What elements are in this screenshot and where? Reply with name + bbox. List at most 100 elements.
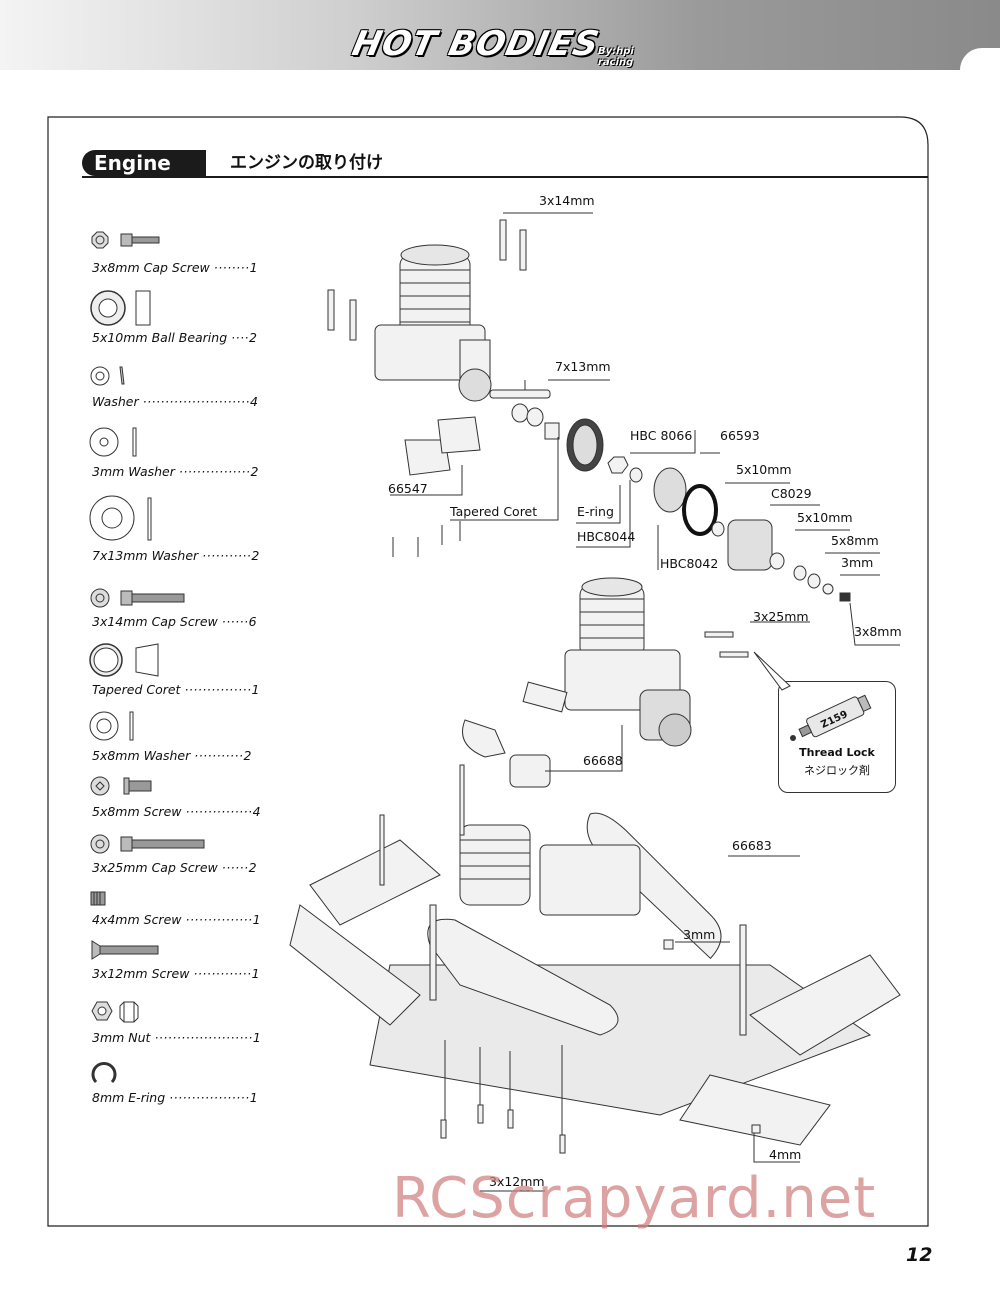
part-name: 3x8mm Cap Screw — [92, 260, 210, 275]
part-qty: 1 — [251, 682, 260, 697]
thread-lock-pointer — [753, 651, 791, 691]
part-name: 3x12mm Screw — [92, 966, 190, 981]
callout-3x12mm: 3x12mm — [489, 1174, 545, 1189]
washer-icon — [89, 427, 137, 457]
callout-66683: 66683 — [732, 838, 772, 853]
cap-screw-xlong-icon — [90, 834, 205, 854]
e-ring-icon — [91, 1062, 117, 1084]
part-item: 8mm E-ring ··················1 — [88, 1060, 268, 1105]
part-item: 3mm Washer ················2 — [88, 426, 268, 479]
part-item: 5x8mm Screw ···············4 — [88, 774, 268, 819]
callout-tapered-coret: Tapered Coret — [450, 504, 538, 519]
part-item: Tapered Coret ···············1 — [88, 642, 268, 697]
section-title: Engine — [82, 150, 206, 176]
callout-hbc8042: HBC8042 — [660, 556, 719, 571]
part-name: 8mm E-ring — [92, 1090, 166, 1105]
screws-left-drawing — [327, 219, 527, 341]
part-qty: 4 — [249, 394, 258, 409]
part-name: 5x10mm Ball Bearing — [92, 330, 228, 345]
part-qty: 2 — [248, 860, 257, 875]
part-label: 4x4mm Screw ···············1 — [92, 912, 261, 927]
callout-66688: 66688 — [583, 753, 623, 768]
part-label: 3x25mm Cap Screw ······2 — [92, 860, 257, 875]
engine-mount-drawing — [404, 416, 481, 476]
callout-5x10mm-b: 5x10mm — [797, 510, 853, 525]
brand-logo: HOT BODIES By:hpi racing — [345, 20, 665, 68]
part-qty: 2 — [243, 748, 252, 763]
callout-3x14mm: 3x14mm — [539, 193, 595, 208]
thread-lock-label: Thread Lock — [799, 746, 875, 759]
thread-lock-note: Z159 Thread Lock ネジロック剤 — [778, 681, 896, 793]
cap-screw-short-icon — [91, 231, 160, 249]
part-label: 3x14mm Cap Screw ······6 — [92, 614, 257, 629]
callout-hbc8066: HBC 8066 — [630, 428, 693, 443]
cap-screw-long-icon — [90, 588, 185, 608]
part-item: 3x14mm Cap Screw ······6 — [88, 586, 268, 629]
part-name: 3mm Nut — [92, 1030, 151, 1045]
large-washer-icon — [89, 495, 152, 541]
part-item: 3x25mm Cap Screw ······2 — [88, 832, 268, 875]
washer-icon — [89, 711, 134, 741]
part-qty: 2 — [251, 548, 260, 563]
title-rule — [82, 176, 928, 178]
watermark: RCScrapyard.net — [392, 1166, 877, 1231]
part-qty: 1 — [252, 912, 261, 927]
part-name: 4x4mm Screw — [92, 912, 182, 927]
part-label: 3mm Washer ················2 — [92, 464, 259, 479]
part-label: 3x8mm Cap Screw ········1 — [92, 260, 258, 275]
screw-icon — [90, 776, 152, 796]
thread-lock-label-jp: ネジロック剤 — [804, 764, 870, 777]
callout-5x8mm: 5x8mm — [831, 533, 879, 548]
part-name: 3mm Washer — [92, 464, 175, 479]
flat-head-screw-icon — [91, 940, 159, 960]
part-label: 7x13mm Washer ···········2 — [92, 548, 260, 563]
callout-4mm: 4mm — [769, 1147, 802, 1162]
tapered-collet-icon — [89, 643, 159, 677]
page-number: 12 — [906, 1244, 933, 1266]
bottom-screws-drawing — [440, 939, 761, 1154]
chassis-drawing — [289, 764, 901, 1146]
small-washer-icon — [90, 366, 125, 386]
part-qty: 4 — [252, 804, 261, 819]
part-qty: 6 — [248, 614, 257, 629]
leader-lines — [390, 212, 900, 1192]
callout-66547: 66547 — [388, 481, 428, 496]
part-name: 3x25mm Cap Screw — [92, 860, 218, 875]
callout-3x25mm: 3x25mm — [753, 609, 809, 624]
set-screw-icon — [90, 891, 106, 906]
callout-3mm-nut: 3mm — [683, 927, 716, 942]
part-qty: 1 — [249, 260, 258, 275]
part-label: 8mm E-ring ··················1 — [92, 1090, 258, 1105]
part-qty: 1 — [252, 1030, 261, 1045]
callout-7x13mm: 7x13mm — [555, 359, 611, 374]
part-name: 3x14mm Cap Screw — [92, 614, 218, 629]
part-label: 5x10mm Ball Bearing ····2 — [92, 330, 257, 345]
part-item: 5x8mm Washer ···········2 — [88, 710, 268, 763]
part-item: 4x4mm Screw ···············1 — [88, 890, 268, 927]
part-label: 3mm Nut ······················1 — [92, 1030, 261, 1045]
header-bar — [0, 0, 1000, 70]
part-name: Washer — [92, 394, 139, 409]
part-name: 5x8mm Washer — [92, 748, 191, 763]
engine-top-drawing — [374, 244, 551, 402]
part-item: 7x13mm Washer ···········2 — [88, 494, 268, 563]
engine-middle-drawing — [462, 577, 692, 788]
part-label: Washer ························4 — [92, 394, 258, 409]
part-label: 5x8mm Washer ···········2 — [92, 748, 252, 763]
logo-subtext: By:hpi racing — [598, 46, 634, 68]
ball-bearing-icon — [90, 290, 151, 326]
part-qty: 2 — [249, 330, 257, 345]
section-title-jp: エンジンの取り付け — [230, 153, 383, 173]
callout-hbc8044: HBC8044 — [577, 529, 636, 544]
callout-c8029: C8029 — [771, 486, 812, 501]
callout-66593: 66593 — [720, 428, 760, 443]
part-item: 3mm Nut ······················1 — [88, 998, 268, 1045]
part-qty: 2 — [250, 464, 259, 479]
thread-lock-tube-icon: Z159 — [790, 694, 872, 741]
part-label: 3x12mm Screw ·············1 — [92, 966, 260, 981]
part-item: Washer ························4 — [88, 364, 268, 409]
part-item: 5x10mm Ball Bearing ····2 — [88, 288, 268, 345]
part-item: 3x8mm Cap Screw ········1 — [88, 228, 268, 275]
part-qty: 1 — [249, 1090, 258, 1105]
